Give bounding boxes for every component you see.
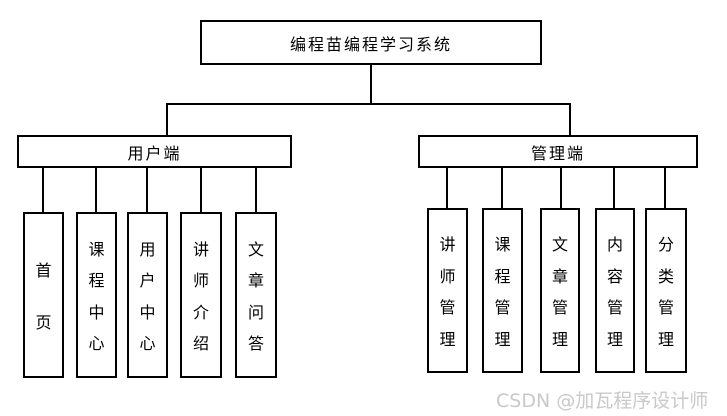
- root-label: 编程苗编程学习系统: [289, 34, 452, 54]
- connector-leaf: [501, 168, 503, 208]
- leaf-node-course-mgmt: 课程管理: [482, 208, 523, 373]
- node-admin-side: 管理端: [418, 135, 698, 168]
- leaf-node-home: 首页: [23, 212, 64, 378]
- node-root: 编程苗编程学习系统: [200, 20, 542, 65]
- leaf-node-article-mgmt: 文章管理: [540, 208, 580, 373]
- node-user-side: 用户端: [17, 135, 292, 168]
- connector-leaf: [560, 168, 562, 208]
- connector-branch-bus: [166, 103, 571, 105]
- leaf-label: 讲师管理: [439, 235, 456, 349]
- leaf-node-user-center: 用户中心: [127, 212, 168, 378]
- leaf-label: 分类管理: [657, 235, 674, 349]
- connector-leaf: [95, 168, 97, 212]
- connector-leaf: [613, 168, 615, 208]
- connector-leaf: [446, 168, 448, 208]
- csdn-watermark: CSDN @加瓦程序设计师: [496, 390, 709, 412]
- leaf-node-course-center: 课程中心: [76, 212, 117, 378]
- leaf-label: 文章管理: [551, 235, 568, 349]
- leaf-node-lecturer-mgmt: 讲师管理: [427, 208, 468, 373]
- leaf-node-content-mgmt: 内容管理: [595, 208, 635, 373]
- admin-side-label: 管理端: [530, 143, 585, 163]
- leaf-label: 内容管理: [606, 235, 623, 349]
- connector-leaf: [200, 168, 202, 212]
- leaf-node-article-qa: 文章问答: [235, 212, 277, 378]
- connector-leaf: [146, 168, 148, 212]
- connector-leaf: [255, 168, 257, 212]
- leaf-label: 首页: [35, 260, 52, 333]
- connector-root-stem: [370, 65, 372, 105]
- leaf-node-category-mgmt: 分类管理: [645, 208, 687, 373]
- user-side-label: 用户端: [127, 143, 182, 163]
- connector-leaf: [42, 168, 44, 212]
- leaf-label: 用户中心: [139, 239, 156, 354]
- leaf-node-lecturer-intro: 讲师介绍: [180, 212, 222, 378]
- connector-drop-admin: [569, 103, 571, 135]
- connector-leaf: [664, 168, 666, 208]
- leaf-label: 课程管理: [494, 235, 511, 349]
- leaf-label: 文章问答: [247, 239, 264, 354]
- leaf-label: 课程中心: [88, 239, 105, 354]
- connector-drop-user: [166, 103, 168, 135]
- leaf-label: 讲师介绍: [192, 239, 209, 354]
